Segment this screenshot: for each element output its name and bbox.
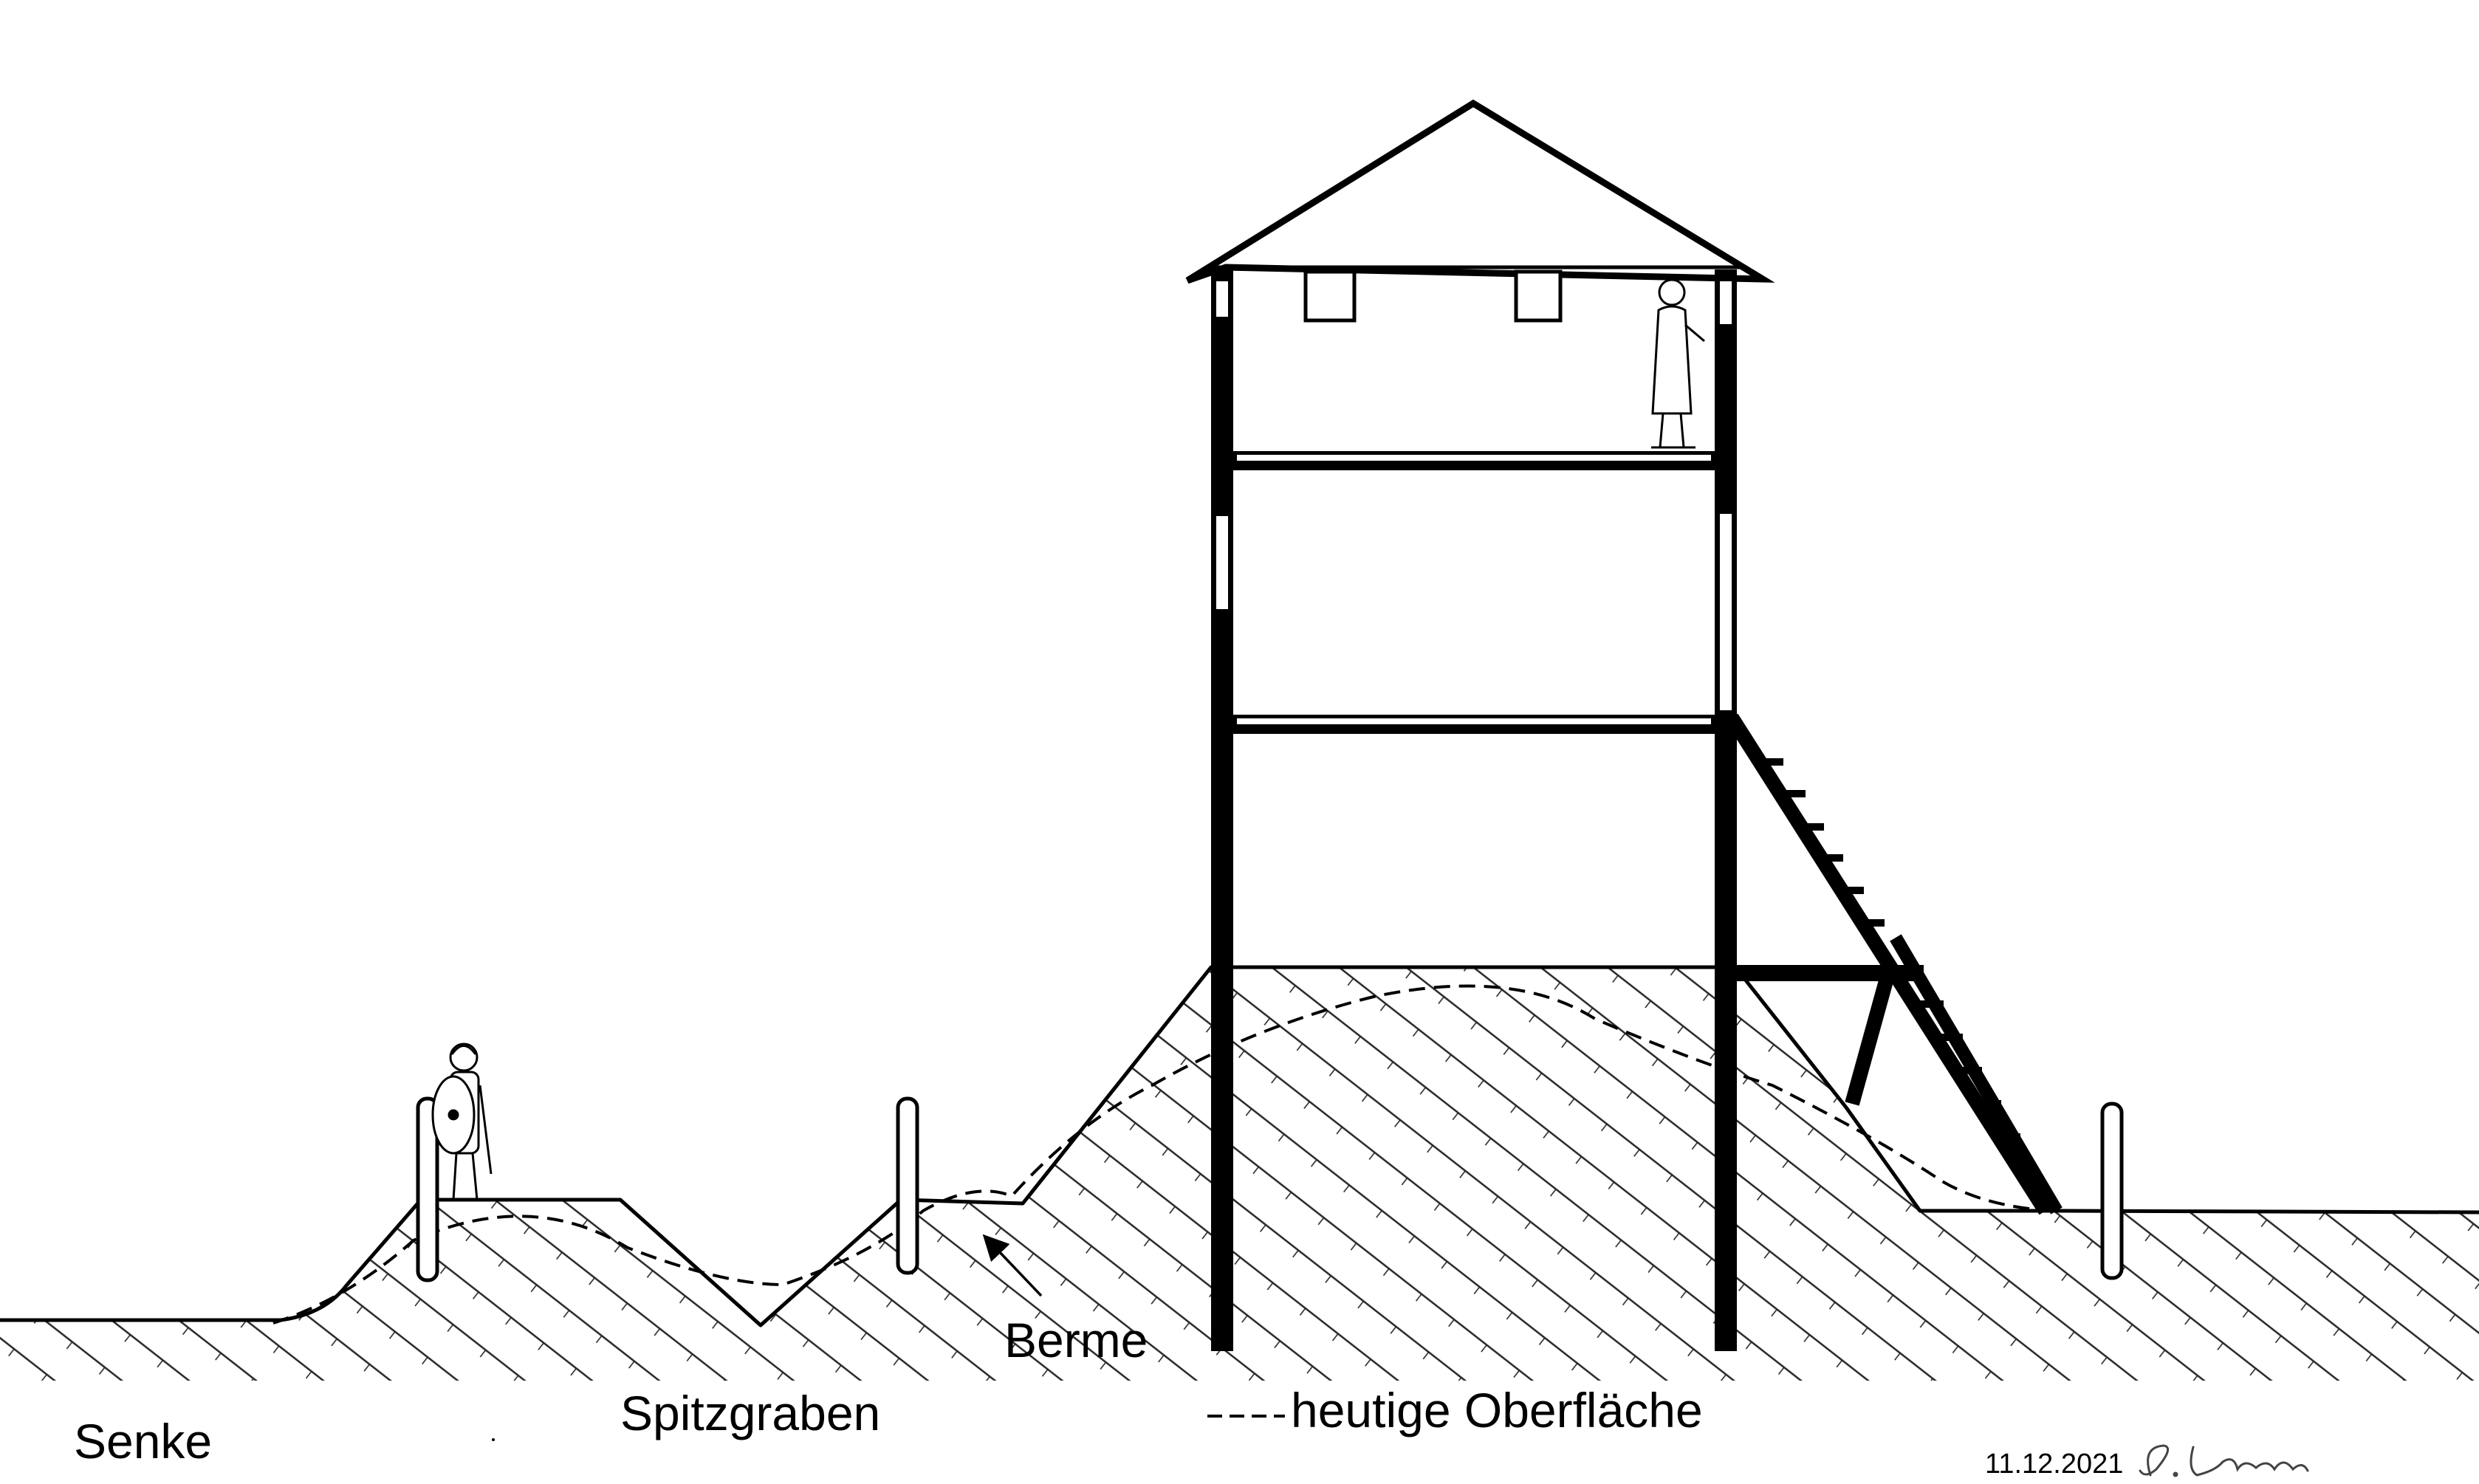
date-label: 11.12.2021 xyxy=(1985,1449,2123,1480)
tower-roof xyxy=(1185,99,1775,284)
soil-hatching xyxy=(0,967,2479,1381)
label-berme: Berme xyxy=(1004,1313,1148,1367)
soldier-figure xyxy=(431,1042,493,1200)
guard-figure xyxy=(1651,278,1705,449)
ground-profile xyxy=(0,965,2479,1381)
artist-signature xyxy=(2139,1444,2309,1477)
tower-window-1 xyxy=(1303,269,1357,323)
label-spitzgraben: Spitzgraben xyxy=(620,1386,880,1440)
tower-ladder xyxy=(1725,713,2063,1215)
palisade-post-3 xyxy=(2100,1102,2124,1280)
palisade-post-1 xyxy=(416,1096,439,1282)
tower-right-post xyxy=(1715,269,1737,1351)
tower-left-post xyxy=(1211,269,1233,1351)
tower-window-2 xyxy=(1514,269,1563,323)
berme-arrow xyxy=(982,1234,1043,1297)
label-heutige-oberflaeche: heutige Oberfläche xyxy=(1291,1383,1703,1437)
palisade-post-2 xyxy=(896,1096,919,1275)
watchtower xyxy=(1185,99,2063,1351)
palisade-posts xyxy=(416,1096,2124,1282)
label-senke: Senke xyxy=(74,1414,212,1468)
ground-outline xyxy=(0,965,2479,1327)
legend-present-surface: heutige Oberfläche xyxy=(1207,1383,1703,1437)
present-surface-dashed-line xyxy=(272,984,2054,1325)
